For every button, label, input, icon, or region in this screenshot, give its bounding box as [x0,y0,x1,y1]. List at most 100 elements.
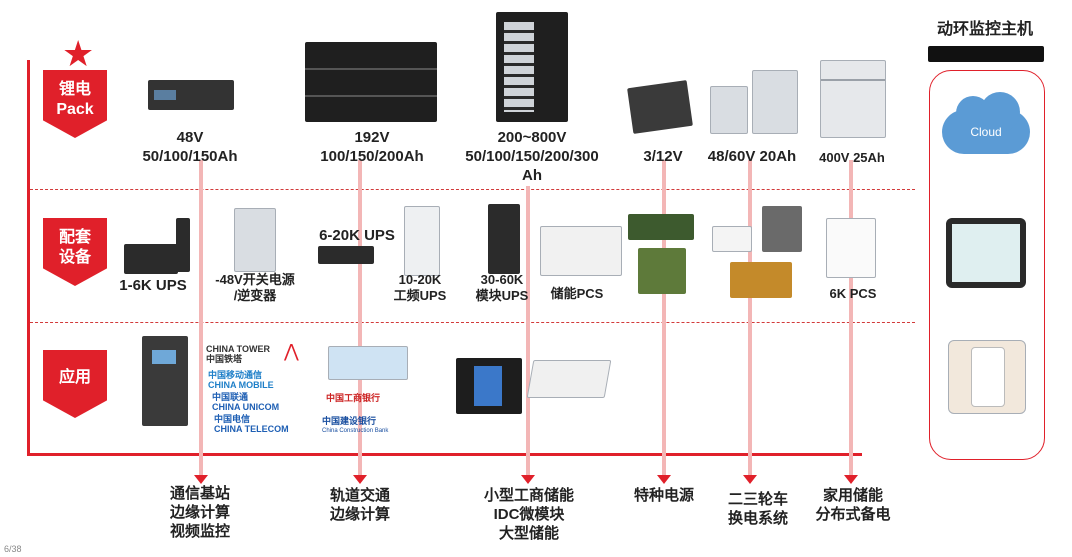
idc-module-image [456,358,522,414]
portable-power-image [638,248,686,294]
arrow-down-icon [521,475,535,484]
ccb-logo-text: 中国建设银行 [322,416,377,426]
pcs-6k-image [826,218,876,278]
equipment-pcs-label: 储能PCS [550,286,604,301]
battery-voltage: 3/12V [643,148,683,165]
equipment-power-inverter-label: -48V开关电源 /逆变器 [204,272,306,304]
application-line: IDC微模块 [493,506,565,523]
row-label-application-text: 应用 [58,369,91,386]
battery-spec-3-12v: 3/12V [628,147,698,166]
battery-spec-200-800v: 200~800V 50/100/150/200/300 Ah [442,128,622,185]
battery-spec-48-60v: 48/60V 20Ah [696,147,808,166]
pcs-cabinet-image [540,226,622,276]
battery-capacity: 50/100/150/200/300 [465,148,599,165]
battery-capacity: 100/150/200Ah [320,148,424,165]
row-label-matching-equipment-text: 配套 设备 [58,229,91,266]
guide-line-3 [526,186,530,475]
application-telecom: 通信基站 边缘计算 视频监控 [150,484,250,541]
battery-48v-image [148,80,234,110]
guide-line-4 [662,160,666,475]
arrow-down-icon [743,475,757,484]
battery-spec-192v: 192V 100/150/200Ah [302,128,442,166]
battery-voltage: 400V 25Ah [819,150,885,165]
battery-capacity: 50/100/150Ah [142,148,238,165]
battery-400v-image [820,60,886,138]
china-unicom-logo: 中国联通 CHINA UNICOM [212,392,279,412]
page-number: 6/38 [4,544,22,554]
battery-voltage: 200~800V [497,129,567,146]
ccb-logo-text-en: China Construction Bank [322,428,389,434]
telecom-cabinet-image [142,336,188,426]
icbc-logo: 中国工商银行 [326,393,380,403]
application-line: 二三轮车 [727,491,788,508]
china-tower-logo: CHINA TOWER 中国铁塔 [206,344,270,364]
ups-freq-image [404,206,440,276]
cloud-label: Cloud [970,125,1002,139]
battery-3-12v-image [627,80,693,134]
row-label-lithium-pack-text: 锂电 Pack [56,81,94,118]
guide-line-6 [849,160,853,475]
special-power-modules-image [628,214,694,240]
e-bike-image [712,226,752,252]
china-tower-mark-icon: ⋀ [284,341,299,361]
application-line: 边缘计算 [169,504,230,521]
china-tower-logo-text: CHINA TOWER [206,344,270,354]
battery-48-60v-image-1 [710,86,748,134]
equipment-ups-module-line-2: 模块UPS [475,288,529,303]
china-unicom-logo-text: 中国联通 [212,392,249,402]
horizontal-axis [27,453,862,456]
china-unicom-logo-text-en: CHINA UNICOM [212,402,280,412]
ups-small-image [124,244,178,274]
application-line: 特种电源 [633,487,694,504]
china-mobile-logo-text: 中国移动通信 [208,370,263,380]
equipment-ups-freq-label: 10-20K 工频UPS [384,272,456,304]
row-label-lithium-pack: 锂电 Pack [43,70,107,138]
row-divider-2 [30,322,915,323]
battery-192v-image [305,42,437,122]
application-home-storage: 家用储能 分布式备电 [804,486,902,524]
swap-cabinet-image [762,206,802,252]
icbc-logo-text: 中国工商银行 [326,393,381,403]
china-telecom-logo-text: 中国电信 [214,414,251,424]
row-label-application: 应用 [43,350,107,418]
application-energy-storage: 小型工商储能 IDC微模块 大型储能 [470,486,588,543]
china-tower-logo-text-cn: 中国铁塔 [206,354,243,364]
ccb-logo: 中国建设银行 China Construction Bank [322,416,388,436]
china-mobile-logo: 中国移动通信 CHINA MOBILE [208,370,274,390]
battery-spec-400v: 400V 25Ah [810,150,894,166]
star-icon: ★ [62,33,95,74]
application-special-power: 特种电源 [622,486,706,505]
guide-line-2 [358,160,362,475]
application-line: 边缘计算 [329,506,390,523]
ups-module-image [488,204,520,274]
arrow-down-icon [194,475,208,484]
china-telecom-logo: 中国电信 CHINA TELECOM [214,414,289,434]
china-mobile-logo-text-en: CHINA MOBILE [208,380,274,390]
monitor-host-image [928,46,1044,62]
arrow-down-icon [844,475,858,484]
equipment-power-inverter-line-2: /逆变器 [233,288,277,303]
touch-screen-image [946,218,1026,288]
vertical-axis [27,60,30,456]
equipment-pcs-6k-label: 6K PCS [829,286,877,301]
application-line: 小型工商储能 [483,487,574,504]
application-line: 通信基站 [169,485,230,502]
application-line: 轨道交通 [329,487,390,504]
arrow-down-icon [353,475,367,484]
monitor-panel [929,70,1045,460]
arrow-down-icon [657,475,671,484]
application-line: 换电系统 [727,510,788,527]
ups-tower-image [176,218,190,272]
rail-train-image [328,346,408,380]
battery-voltage: 48V [176,129,204,146]
battery-capacity-unit: Ah [522,167,542,184]
application-line: 分布式备电 [815,506,891,523]
mobile-app-image [948,340,1026,414]
application-rail: 轨道交通 边缘计算 [310,486,410,524]
application-line: 大型储能 [498,525,559,542]
monitor-title: 动环监控主机 [936,21,1033,38]
equipment-ups-freq-line-1: 10-20K [398,272,442,287]
application-ev-swap: 二三轮车 换电系统 [712,490,804,528]
equipment-ups-module-line-1: 30-60K [480,272,524,287]
equipment-power-inverter-line-1: -48V开关电源 [215,272,295,287]
